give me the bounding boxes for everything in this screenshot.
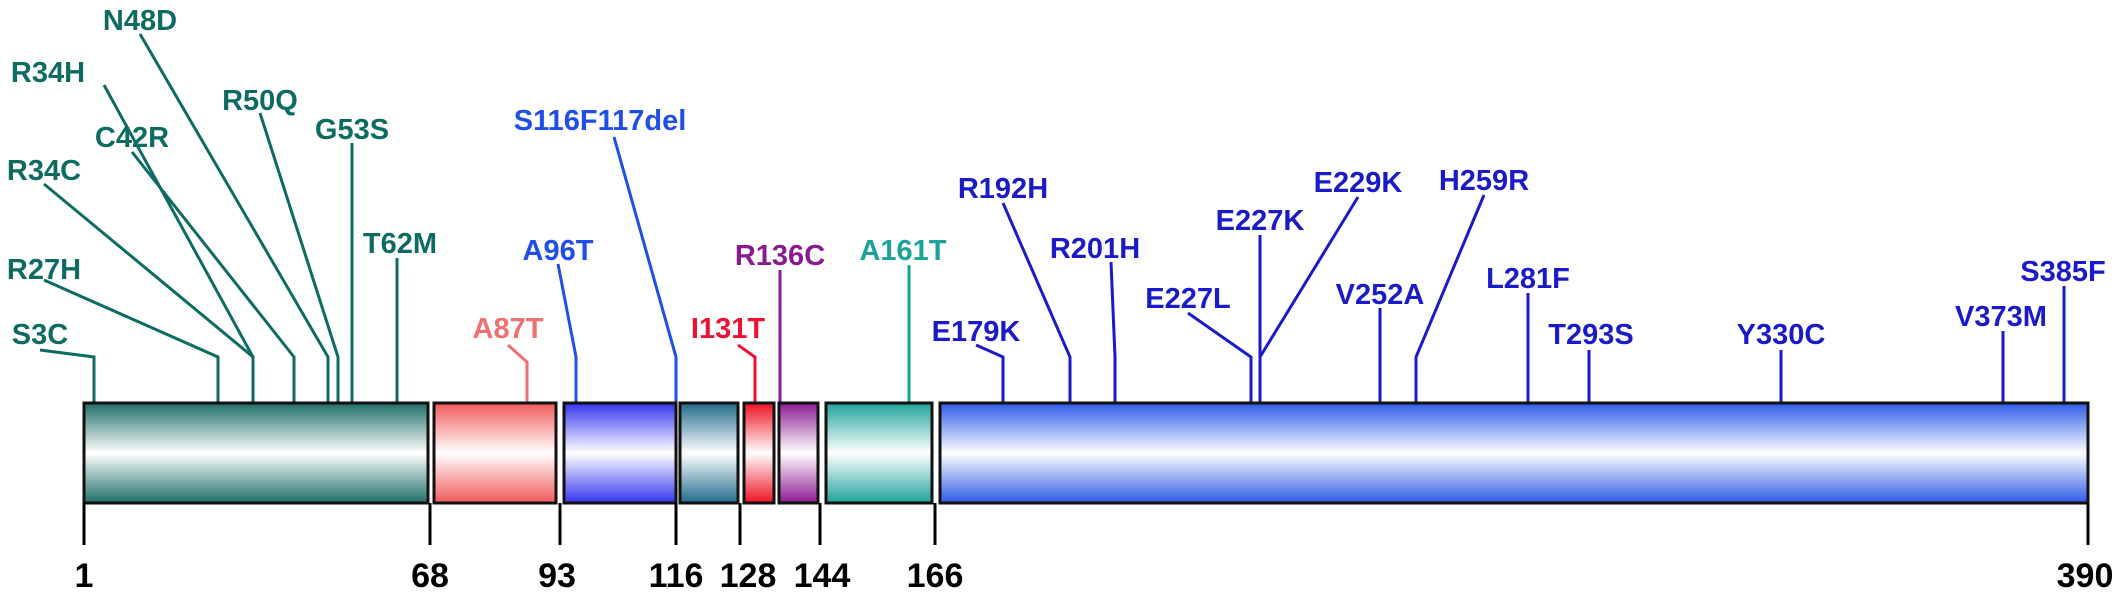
mutation-label-e227k: E227K bbox=[1216, 205, 1305, 237]
mutation-lines bbox=[39, 33, 2066, 403]
mutation-label-l281f: L281F bbox=[1486, 263, 1570, 295]
axis-tick-label: 144 bbox=[794, 557, 851, 592]
mutation-line-r192h bbox=[1001, 202, 1072, 403]
axis-tick-label: 390 bbox=[2057, 557, 2114, 592]
axis-tick-label: 128 bbox=[720, 557, 777, 592]
mutation-label-s116f117del: S116F117del bbox=[514, 105, 687, 137]
mutation-label-s3c: S3C bbox=[12, 319, 68, 351]
mutation-label-a161t: A161T bbox=[859, 235, 946, 267]
position-axis: 1 68 93 116 128 144 166 390 bbox=[75, 503, 2114, 595]
axis-tick-label: 116 bbox=[649, 557, 704, 592]
mutation-label-v373m: V373M bbox=[1955, 301, 2047, 333]
mutation-line-h259r bbox=[1414, 194, 1486, 403]
mutation-label-e229k: E229K bbox=[1314, 167, 1403, 199]
mutation-label-a96t: A96T bbox=[523, 235, 594, 267]
mutation-line-e179k bbox=[975, 343, 1005, 403]
mutation-line-r34h bbox=[102, 84, 255, 403]
mutation-label-r34h: R34H bbox=[11, 57, 85, 89]
domain-1-68 bbox=[82, 401, 430, 505]
domain-166-390 bbox=[938, 401, 2090, 505]
mutation-label-r27h: R27H bbox=[7, 254, 81, 286]
domain-68-93 bbox=[432, 401, 558, 505]
mutation-line-e227l bbox=[1187, 311, 1253, 403]
mutation-label-v252a: V252A bbox=[1336, 279, 1425, 311]
mutation-line-a96t bbox=[556, 263, 578, 403]
domain-144-166 bbox=[824, 401, 934, 505]
mutation-line-n48d bbox=[138, 33, 330, 403]
mutation-label-a87t: A87T bbox=[473, 313, 544, 345]
mutation-line-e229k bbox=[1258, 196, 1360, 403]
mutation-line-r27h bbox=[43, 278, 220, 403]
axis-tick-label: 1 bbox=[75, 557, 94, 592]
mutation-label-t62m: T62M bbox=[363, 228, 437, 260]
mutation-line-r201h bbox=[1109, 261, 1117, 403]
mutation-label-t293s: T293S bbox=[1548, 319, 1633, 351]
domain-bar bbox=[82, 401, 2090, 505]
mutation-labels: S3C R27H R34C R34H C42R N48D R50Q G53S T62M A87T A… bbox=[7, 5, 2106, 351]
mutation-label-r201h: R201H bbox=[1050, 233, 1140, 265]
domain-128-134 bbox=[742, 401, 776, 505]
mutation-line-r50q bbox=[258, 112, 340, 403]
axis-tick-label: 166 bbox=[907, 557, 964, 592]
mutation-label-n48d: N48D bbox=[103, 5, 177, 37]
axis-tick-label: 68 bbox=[411, 557, 449, 592]
domain-134-144 bbox=[777, 401, 820, 505]
mutation-line-s116f117del bbox=[612, 136, 678, 403]
mutation-line-a87t bbox=[506, 343, 529, 403]
mutation-label-y330c: Y330C bbox=[1737, 319, 1826, 351]
mutation-label-s385f: S385F bbox=[2020, 256, 2105, 288]
mutation-line-i131t bbox=[737, 343, 757, 403]
mutation-label-r34c: R34C bbox=[7, 155, 81, 187]
mutation-label-r50q: R50Q bbox=[222, 85, 298, 117]
mutation-label-r136c: R136C bbox=[735, 240, 825, 272]
mutation-label-i131t: I131T bbox=[691, 313, 765, 345]
mutation-label-e227l: E227L bbox=[1145, 283, 1230, 315]
mutation-label-e179k: E179K bbox=[932, 316, 1021, 348]
mutation-line-c42r bbox=[130, 151, 296, 403]
mutation-line-s3c bbox=[39, 348, 96, 403]
domain-93-116 bbox=[562, 401, 678, 505]
axis-tick-label: 93 bbox=[538, 557, 576, 592]
domain-116-128 bbox=[678, 401, 740, 505]
mutation-label-r192h: R192H bbox=[958, 173, 1048, 205]
mutation-label-g53s: G53S bbox=[315, 114, 389, 146]
mutation-label-h259r: H259R bbox=[1439, 165, 1529, 197]
mutation-label-c42r: C42R bbox=[95, 122, 169, 154]
